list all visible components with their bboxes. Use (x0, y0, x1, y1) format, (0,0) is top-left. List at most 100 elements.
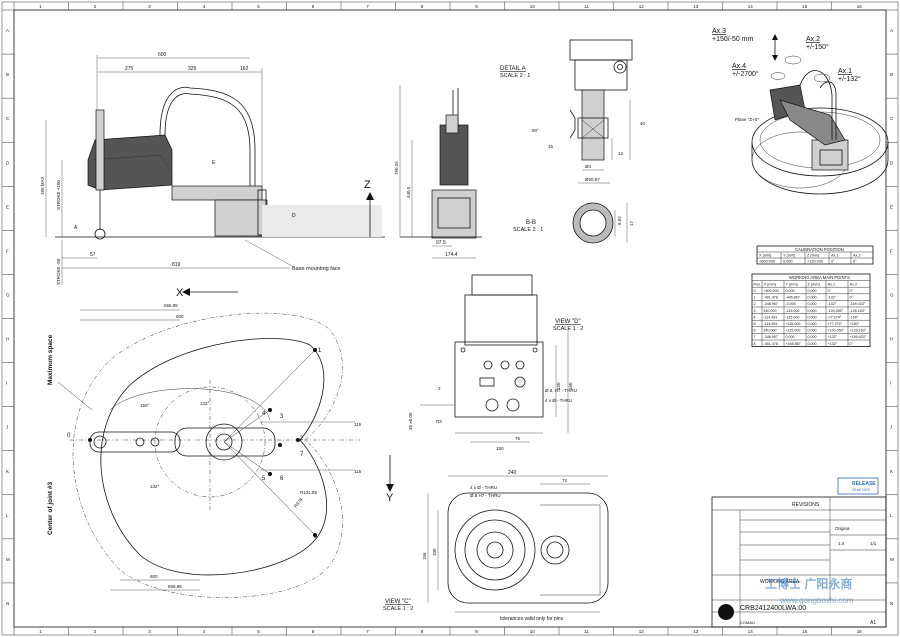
ws-dim-6: 656.95 (168, 584, 182, 589)
center-joint-label: Center of joint #3 (47, 482, 54, 535)
working-area-cell: 240.000 (764, 329, 777, 333)
material-value: Origina (835, 526, 850, 531)
ws-dim-1: 600 (176, 314, 184, 319)
ws-dim-10: 132° (150, 484, 160, 489)
border-label-right: E (890, 204, 893, 209)
detail-a-title: DETAIL A (500, 66, 526, 72)
view-c-hole-2: Ø.8 H7 - THRU (470, 493, 501, 498)
point-7: 7 (300, 452, 304, 458)
border-label-top: 14 (748, 4, 754, 9)
working-area-cell: 0.000 (808, 309, 817, 313)
company-name: COMAU (740, 620, 755, 625)
border-label-top: 15 (802, 4, 808, 9)
border-label-right: M (890, 557, 894, 562)
working-area-cell: +132° (828, 342, 838, 346)
calibration-header: Ax.2 (853, 254, 861, 258)
working-area-header: Y (mm) (786, 282, 799, 286)
working-area-cell: -159.433° (850, 302, 866, 306)
border-label-right: K (890, 469, 893, 474)
border-label-left: H (6, 337, 9, 342)
robot-arm-body (87, 134, 173, 191)
drawing-number: CRB2412400LWA:00 (740, 605, 806, 612)
sheet-value: 1/1 (870, 541, 877, 546)
view-c-dim-240: 240 (508, 470, 517, 476)
view-c-title: VIEW "C" (385, 599, 411, 605)
dim-160-max: 160 MAX (40, 176, 45, 195)
working-area-cell: -115.000 (786, 315, 800, 319)
dim-275: 275 (125, 66, 134, 72)
border-label-right: L (890, 513, 893, 518)
robot-side-view: 790.25 440.5 97.5 174.4 (394, 85, 482, 259)
border-label-right: C (890, 116, 894, 121)
dim-325: 325 (188, 66, 197, 72)
detail-a-scale: SCALE 2 : 1 (500, 73, 530, 79)
view-d-dim-6: 75 (515, 436, 521, 441)
border-label-top: 16 (857, 4, 863, 9)
working-area-cell: -115.000 (786, 309, 800, 313)
view-d-dim-45: 45 ±0.05 (408, 412, 413, 430)
view-d-dim-2: 2 (438, 386, 441, 391)
border-label-left: F (6, 248, 9, 253)
border-label-top: 1 (39, 4, 42, 9)
side-dim-3: 97.5 (436, 240, 446, 246)
working-area-header: Ax.2 (850, 282, 858, 286)
view-c-dim-100: 100 (432, 548, 437, 556)
ws-dim-2: 115 (354, 422, 362, 427)
release-text: RELEASE (852, 481, 876, 487)
view-c-plate (447, 492, 609, 604)
x-axis-label: X (176, 287, 184, 299)
ax2-value: +/-150° (806, 43, 829, 51)
view-c-scale: SCALE 1 : 2 (383, 606, 413, 612)
section-bb-dim-1: 17 (629, 220, 634, 226)
working-area-cell: -401.478 (764, 342, 778, 346)
border-label-bottom: 16 (857, 629, 863, 634)
working-area-cell: 0.000 (808, 302, 817, 306)
ws-dim-8: 150° (140, 403, 150, 408)
working-area-outline (100, 338, 327, 576)
point-3: 3 (280, 414, 284, 420)
border-label-bottom: 9 (475, 629, 478, 634)
border-label-left: I (6, 381, 7, 386)
border-label-bottom: 10 (530, 629, 536, 634)
working-area-cell: 0.000 (808, 315, 817, 319)
calibration-title: CALIBRATION POSITION (795, 247, 844, 252)
title-block: REVISIONS RELEASE 25-rel 2019 Origina 1:… (711, 477, 887, 628)
border-label-bottom: 7 (366, 629, 369, 634)
section-bb-dim-0: 8.02 (617, 216, 622, 225)
working-area-cell: +132° (828, 335, 838, 339)
ws-dim-5: R378 (293, 497, 304, 509)
border-label-top: 12 (639, 4, 645, 9)
ax3-label: Ax.3 (712, 28, 726, 35)
detail-a-dim-0: 90° (532, 128, 539, 133)
release-date: 25-rel 2019 (852, 488, 870, 492)
working-area-cell: +115.000 (786, 329, 801, 333)
border-label-bottom: 12 (639, 629, 645, 634)
border-label-top: 7 (366, 4, 369, 9)
detail-a-dim-5: Ø20.97 (585, 177, 600, 182)
view-d-dim-120: 120 (556, 382, 561, 390)
dim-600: 600 (158, 52, 167, 58)
watermark-text: 工博士 广阳永商 (765, 576, 852, 591)
working-area-cell: 0.000 (808, 342, 817, 346)
working-area-cell: 0° (850, 289, 854, 293)
label-a: A (74, 225, 78, 231)
dim-stroke-plus: STROKE +100 (56, 180, 61, 210)
working-area-cell: -346.957 (764, 302, 778, 306)
working-area-cell: -114.991 (764, 322, 778, 326)
calibration-cell: +120.000 (807, 260, 823, 264)
workspace-arm-2 (174, 427, 276, 457)
ws-dim-4: R131.85 (300, 490, 318, 495)
border-label-right: H (890, 337, 893, 342)
working-area-cell: 0.000 (786, 289, 795, 293)
working-area-cell: 4 (754, 315, 756, 319)
border-label-left: K (6, 469, 9, 474)
border-label-left: N (6, 601, 9, 606)
border-label-left: A (6, 28, 9, 33)
border-label-bottom: 6 (312, 629, 315, 634)
border-label-bottom: 1 (39, 629, 42, 634)
view-c-dim-72: 72 (562, 478, 568, 483)
point-0: 0 (67, 433, 71, 439)
working-area-cell: 1 (754, 296, 756, 300)
